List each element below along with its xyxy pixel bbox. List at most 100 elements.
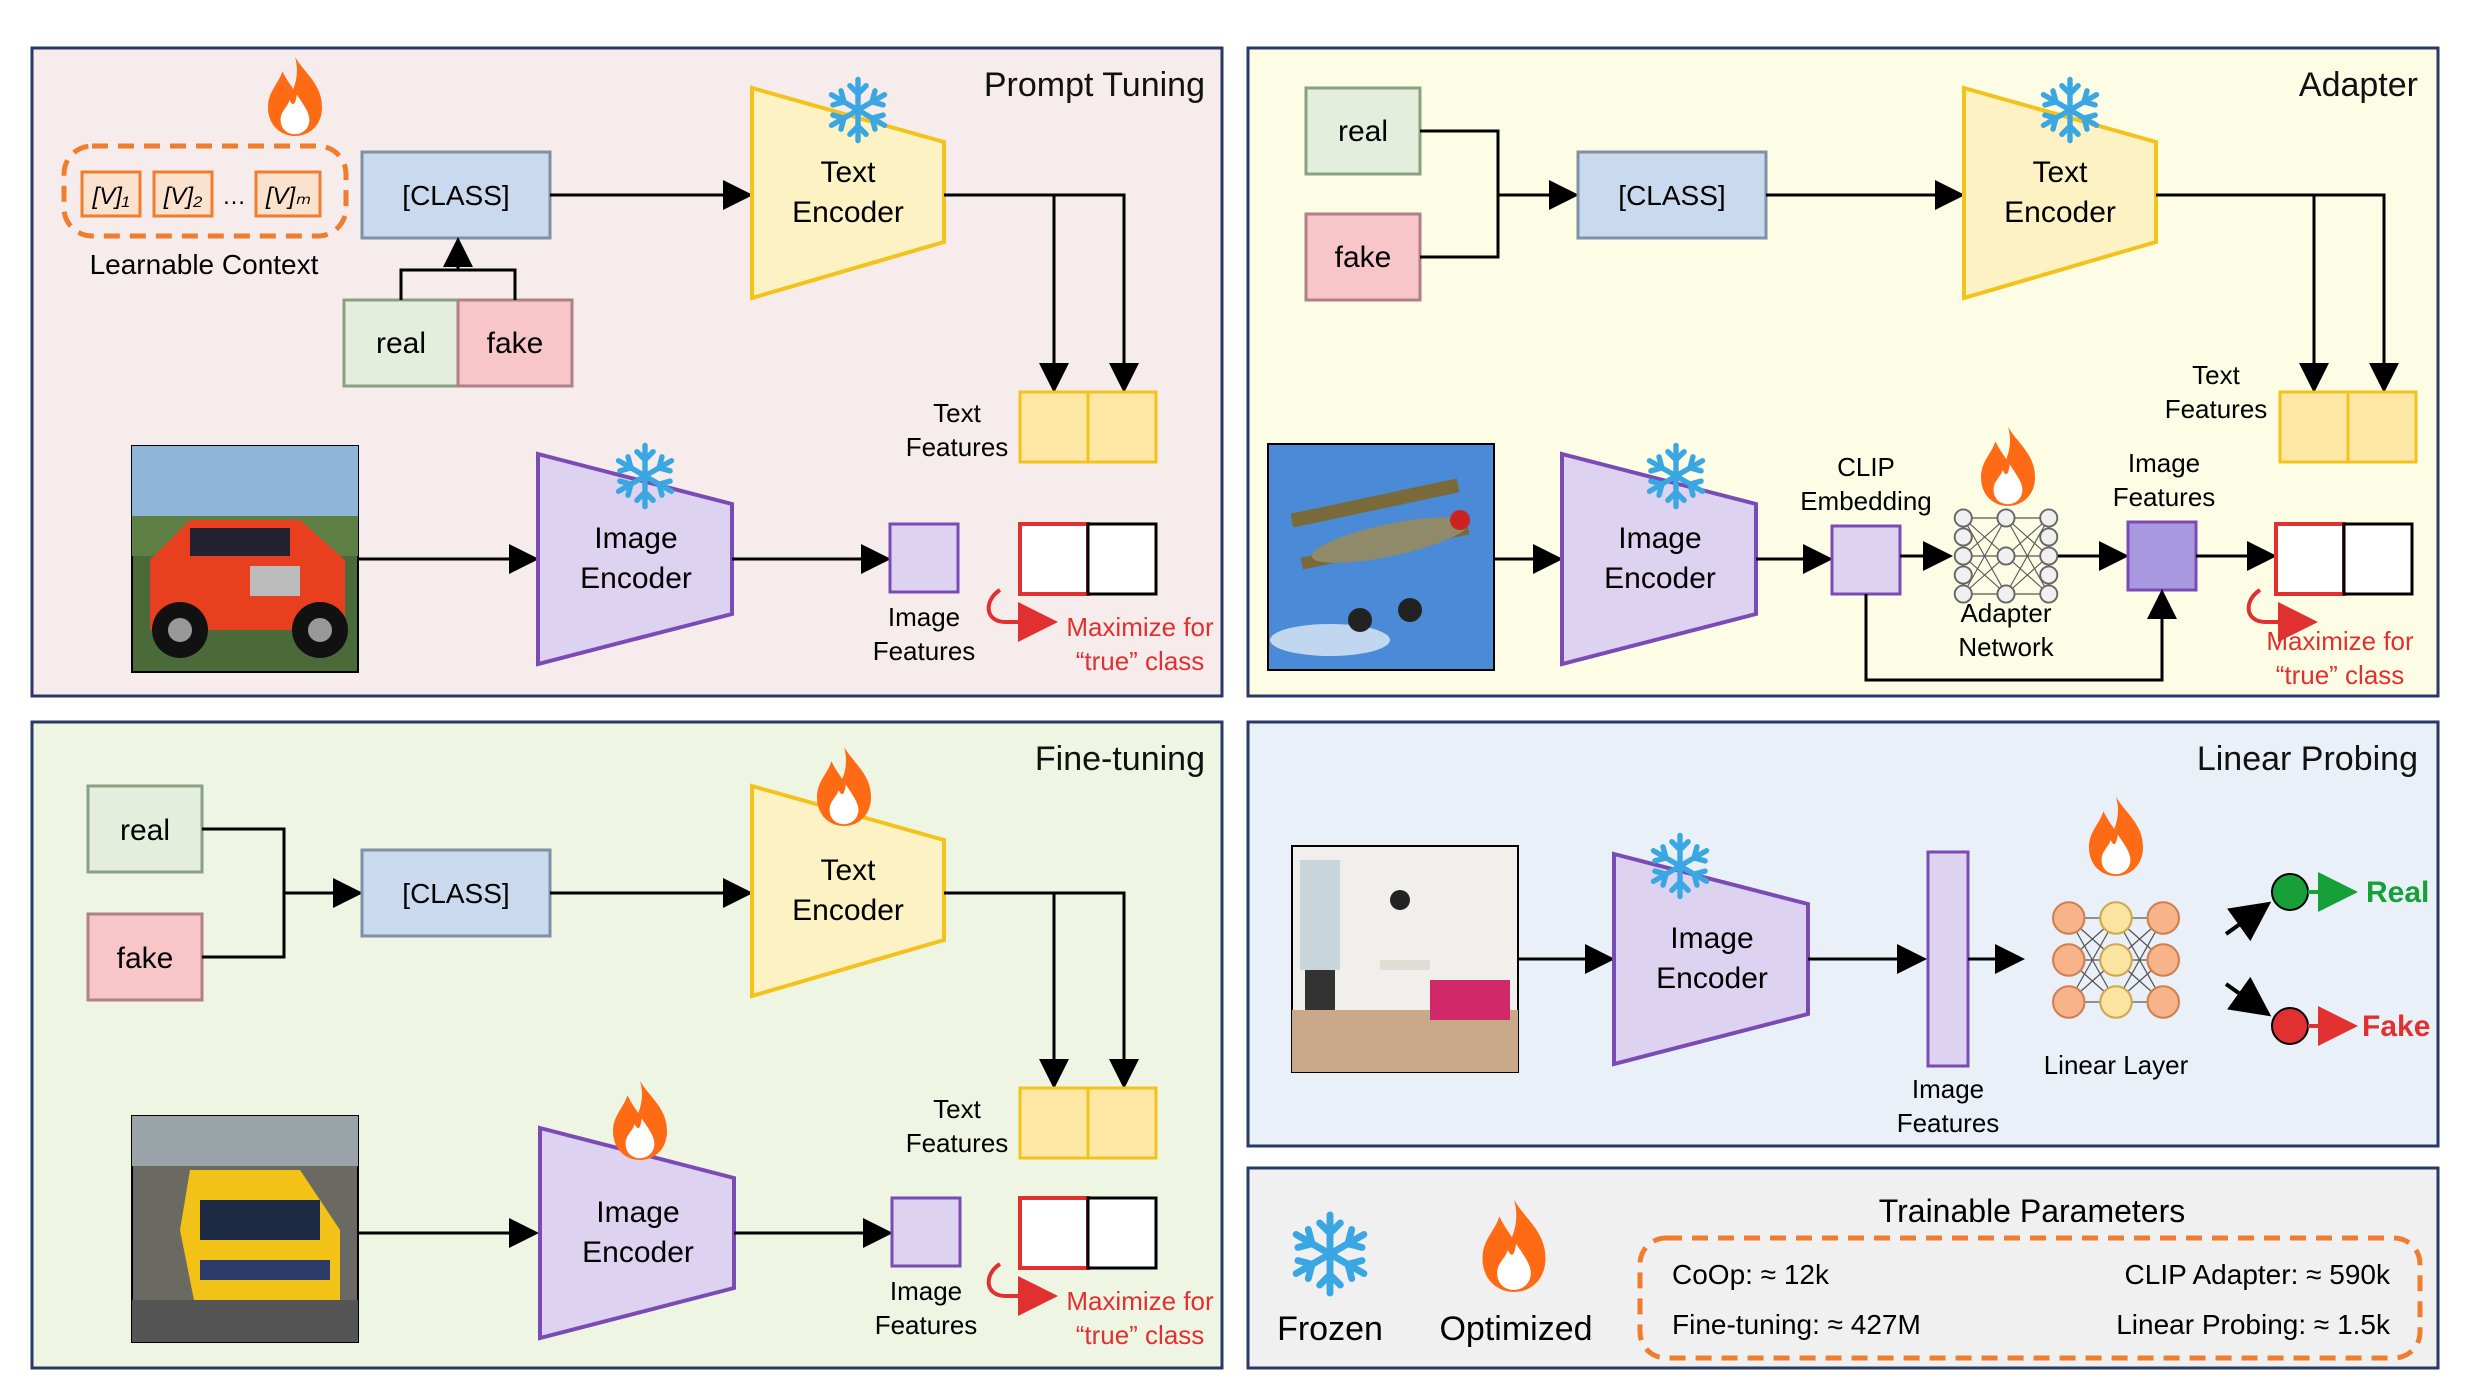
clip-adapter-params: CLIP Adapter: ≈ 590k — [2125, 1259, 2391, 1290]
image-encoder-label-line2: Encoder — [580, 562, 692, 595]
maximize-label-line2: “true” class — [1076, 646, 1205, 676]
fake-box — [456, 298, 574, 388]
image-features-label-line1: Image — [1912, 1074, 1984, 1104]
real-label: real — [376, 327, 426, 360]
similarity-false-cell — [2342, 522, 2414, 596]
text-feature-cell — [1018, 1086, 1090, 1160]
text-feature-cell — [1018, 390, 1090, 464]
text-feature-cell — [1086, 390, 1158, 464]
maximize-label-line1: Maximize for — [2266, 626, 2414, 656]
image-encoder-label-line1: Image — [594, 522, 677, 555]
panel-title: Adapter — [2299, 66, 2418, 104]
maximize-label-line1: Maximize for — [1066, 1286, 1214, 1316]
clip-embedding-label-line2: Embedding — [1800, 486, 1932, 516]
image-features-label-line2: Features — [1897, 1108, 2000, 1138]
similarity-true-cell — [1018, 522, 1090, 596]
similarity-true-cell — [2274, 522, 2346, 596]
maximize-label-line1: Maximize for — [1066, 612, 1214, 642]
fake-output-label: Fake — [2362, 1010, 2430, 1043]
optimized-label: Optimized — [1439, 1310, 1592, 1348]
fake-label: fake — [487, 327, 544, 360]
real-box — [1304, 86, 1422, 176]
class-label: [CLASS] — [402, 878, 509, 909]
context-token-1: [V]₁ — [92, 183, 130, 210]
context-token-2: [V]₂ — [163, 183, 203, 210]
frozen-label: Frozen — [1277, 1310, 1383, 1348]
real-label: real — [1338, 115, 1388, 148]
context-token-m: [V]ₘ — [265, 183, 310, 210]
image-encoder-label-line1: Image — [1670, 922, 1753, 955]
image-encoder-label-line1: Image — [596, 1196, 679, 1229]
real-label: real — [120, 814, 170, 847]
text-features-label-line2: Features — [2165, 394, 2268, 424]
maximize-label-line2: “true” class — [2276, 660, 2405, 690]
neural-network-icon — [1953, 508, 2059, 604]
text-features-label-line1: Text — [933, 1094, 981, 1124]
panel-title: Fine-tuning — [1035, 740, 1205, 778]
train-photo — [131, 1115, 359, 1343]
car-photo — [131, 445, 359, 673]
image-features-label-line1: Image — [890, 1276, 962, 1306]
image-encoder-label-line2: Encoder — [1604, 562, 1716, 595]
text-feature-cell — [1086, 1086, 1158, 1160]
image-encoder — [1612, 851, 1810, 1067]
image-feature-box — [890, 1196, 962, 1268]
image-features-label-line2: Features — [873, 636, 976, 666]
fake-label: fake — [1335, 241, 1392, 274]
image-encoder — [538, 1125, 736, 1341]
text-features-label-line1: Text — [2192, 360, 2240, 390]
maximize-label-line2: “true” class — [1076, 1320, 1205, 1350]
image-feature-vector — [1926, 850, 1970, 1068]
similarity-false-cell — [1086, 1196, 1158, 1270]
clip-embedding-label-line1: CLIP — [1837, 452, 1895, 482]
similarity-true-cell — [1018, 1196, 1090, 1270]
text-features-label-line1: Text — [933, 398, 981, 428]
panel-title: Linear Probing — [2197, 740, 2418, 778]
adapter-network-label-line1: Adapter — [1960, 598, 2051, 628]
text-encoder-label-line1: Text — [820, 854, 876, 887]
adapter-network-label-line2: Network — [1958, 632, 2054, 662]
fine-tuning-panel: Fine-tuning real fake [CLASS] Text Encod… — [30, 720, 1224, 1370]
image-features-label-line2: Features — [875, 1310, 978, 1340]
image-features-label-line1: Image — [888, 602, 960, 632]
linear-probing-params: Linear Probing: ≈ 1.5k — [2116, 1309, 2391, 1340]
real-output-node — [2271, 873, 2309, 911]
class-box — [360, 848, 552, 938]
text-encoder-label-line2: Encoder — [792, 196, 904, 229]
text-encoder-label-line2: Encoder — [2004, 196, 2116, 229]
adapter-panel: Adapter real fake [CLASS] Text Encoder T… — [1246, 46, 2440, 698]
text-feature-cell — [2346, 390, 2418, 464]
panel-title: Prompt Tuning — [984, 66, 1205, 104]
similarity-false-cell — [1086, 522, 1158, 596]
image-encoder-label-line1: Image — [1618, 522, 1701, 555]
class-box — [1576, 150, 1768, 240]
learnable-context-box — [61, 143, 349, 239]
text-encoder — [750, 783, 946, 999]
class-label: [CLASS] — [1618, 180, 1725, 211]
text-encoder-label-line1: Text — [2032, 156, 2088, 189]
text-feature-cell — [2278, 390, 2350, 464]
params-box — [1637, 1235, 2423, 1361]
image-features-label-line1: Image — [2128, 448, 2200, 478]
image-feature-box — [888, 522, 960, 594]
text-encoder-label-line2: Encoder — [792, 894, 904, 927]
params-title: Trainable Parameters — [1879, 1193, 2186, 1229]
linear-probing-panel: Linear Probing Image Encoder Image Featu… — [1246, 720, 2440, 1148]
learnable-context-label: Learnable Context — [90, 249, 319, 280]
context-token-ellipsis: … — [222, 183, 246, 210]
text-features-label-line2: Features — [906, 1128, 1009, 1158]
fine-tuning-params: Fine-tuning: ≈ 427M — [1672, 1309, 1921, 1340]
fake-output-node — [2271, 1007, 2309, 1045]
neural-network-icon — [2051, 901, 2181, 1019]
image-features-label-line2: Features — [2113, 482, 2216, 512]
legend-panel: Frozen Optimized Trainable Parameters Co… — [1246, 1166, 2440, 1370]
clip-embedding-box — [1830, 524, 1902, 596]
fake-label: fake — [117, 942, 174, 975]
linear-layer-label: Linear Layer — [2044, 1050, 2189, 1080]
text-features-label-line2: Features — [906, 432, 1009, 462]
prompt-tuning-panel: Prompt Tuning [V]₁ [V]₂ … [V]ₘ Learnable… — [30, 46, 1224, 698]
fake-box — [1304, 212, 1422, 302]
class-label: [CLASS] — [402, 180, 509, 211]
coop-params: CoOp: ≈ 12k — [1672, 1259, 1830, 1290]
